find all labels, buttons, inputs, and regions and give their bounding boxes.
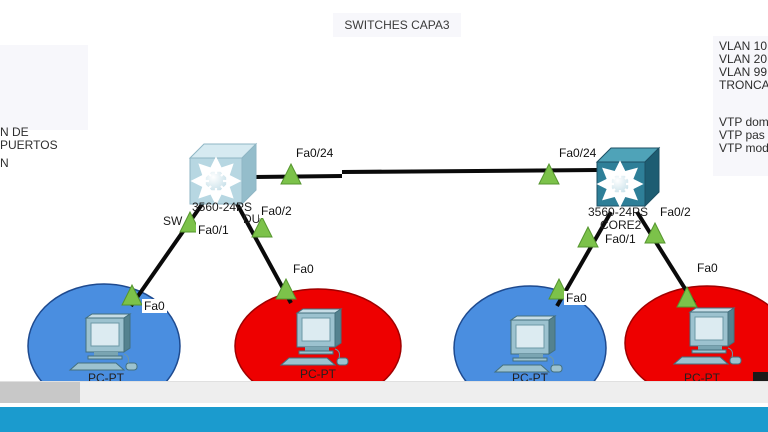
link-up-triangle — [577, 225, 599, 248]
port-label-pc3-fa0: Fa0 — [564, 291, 589, 305]
horizontal-scrollbar-track[interactable] — [0, 381, 768, 403]
port-label-sw1-fa0-1: Fa0/1 — [196, 223, 231, 237]
bottom-gap — [0, 403, 768, 407]
title-note[interactable]: SWITCHES CAPA3 — [333, 13, 461, 37]
right-note-line4: TRONCA — [719, 78, 768, 92]
cutoff-object — [753, 372, 768, 383]
left-note-line2: N — [0, 156, 9, 170]
cable-sw1-pc2[interactable] — [234, 201, 293, 304]
port-label-sw2-fa0-1: Fa0/1 — [603, 232, 638, 246]
pc1-icon[interactable] — [68, 313, 138, 371]
link-up-triangle — [280, 162, 302, 185]
pc4-icon[interactable] — [672, 307, 742, 365]
right-note-line5: VTP dom — [719, 115, 768, 129]
port-label-sw2-fa0-2: Fa0/2 — [658, 205, 693, 219]
pc2-icon[interactable] — [279, 308, 349, 366]
switch1-name-fragment-right: DU — [243, 212, 261, 226]
link-up-triangle — [676, 285, 698, 308]
switch1-model-label: 3560-24PS — [192, 200, 253, 214]
bottom-toolbar — [0, 407, 768, 432]
horizontal-scrollbar-thumb[interactable] — [0, 382, 80, 403]
link-up-triangle — [179, 210, 201, 233]
port-label-pc2-fa0: Fa0 — [291, 262, 316, 276]
link-up-triangle — [121, 283, 143, 306]
right-note-line6: VTP pas — [719, 128, 765, 142]
port-label-pc4-fa0: Fa0 — [695, 261, 720, 275]
pc3-icon[interactable] — [493, 315, 563, 373]
switch1-name-fragment-left: SW — [163, 214, 183, 228]
switch2-name-label: CORE2 — [600, 218, 642, 232]
link-up-triangle — [538, 162, 560, 185]
switch2-model-label: 3560-24PS — [588, 205, 649, 219]
right-note-line3: VLAN 99 — [719, 65, 768, 79]
cable-sw2-pc3[interactable] — [555, 211, 613, 307]
port-label-sw1-fa0-24: Fa0/24 — [294, 146, 336, 160]
right-note-line7: VTP mod — [719, 141, 768, 155]
switch1-icon[interactable] — [188, 142, 258, 206]
right-note-line2: VLAN 20 — [719, 52, 768, 66]
left-note-line1: N DE PUERTOS — [0, 125, 58, 152]
port-label-pc1-fa0: Fa0 — [142, 299, 167, 313]
link-up-triangle — [251, 215, 273, 238]
port-label-sw1-fa0-2: Fa0/2 — [259, 204, 294, 218]
port-label-sw2-fa0-24: Fa0/24 — [557, 146, 599, 160]
right-note[interactable]: VLAN 10 VLAN 20 VLAN 99 TRONCA VTP dom V… — [713, 36, 768, 176]
left-note[interactable]: N DE PUERTOS N — [0, 45, 88, 170]
pc2-label: PC-PT — [300, 367, 336, 381]
cable-trunk-right[interactable] — [341, 168, 599, 174]
switch2-icon[interactable] — [595, 146, 661, 208]
link-up-triangle — [644, 221, 666, 244]
cable-sw2-pc4[interactable] — [635, 210, 696, 305]
link-up-triangle — [275, 277, 297, 300]
right-note-line1: VLAN 10 — [719, 39, 768, 53]
